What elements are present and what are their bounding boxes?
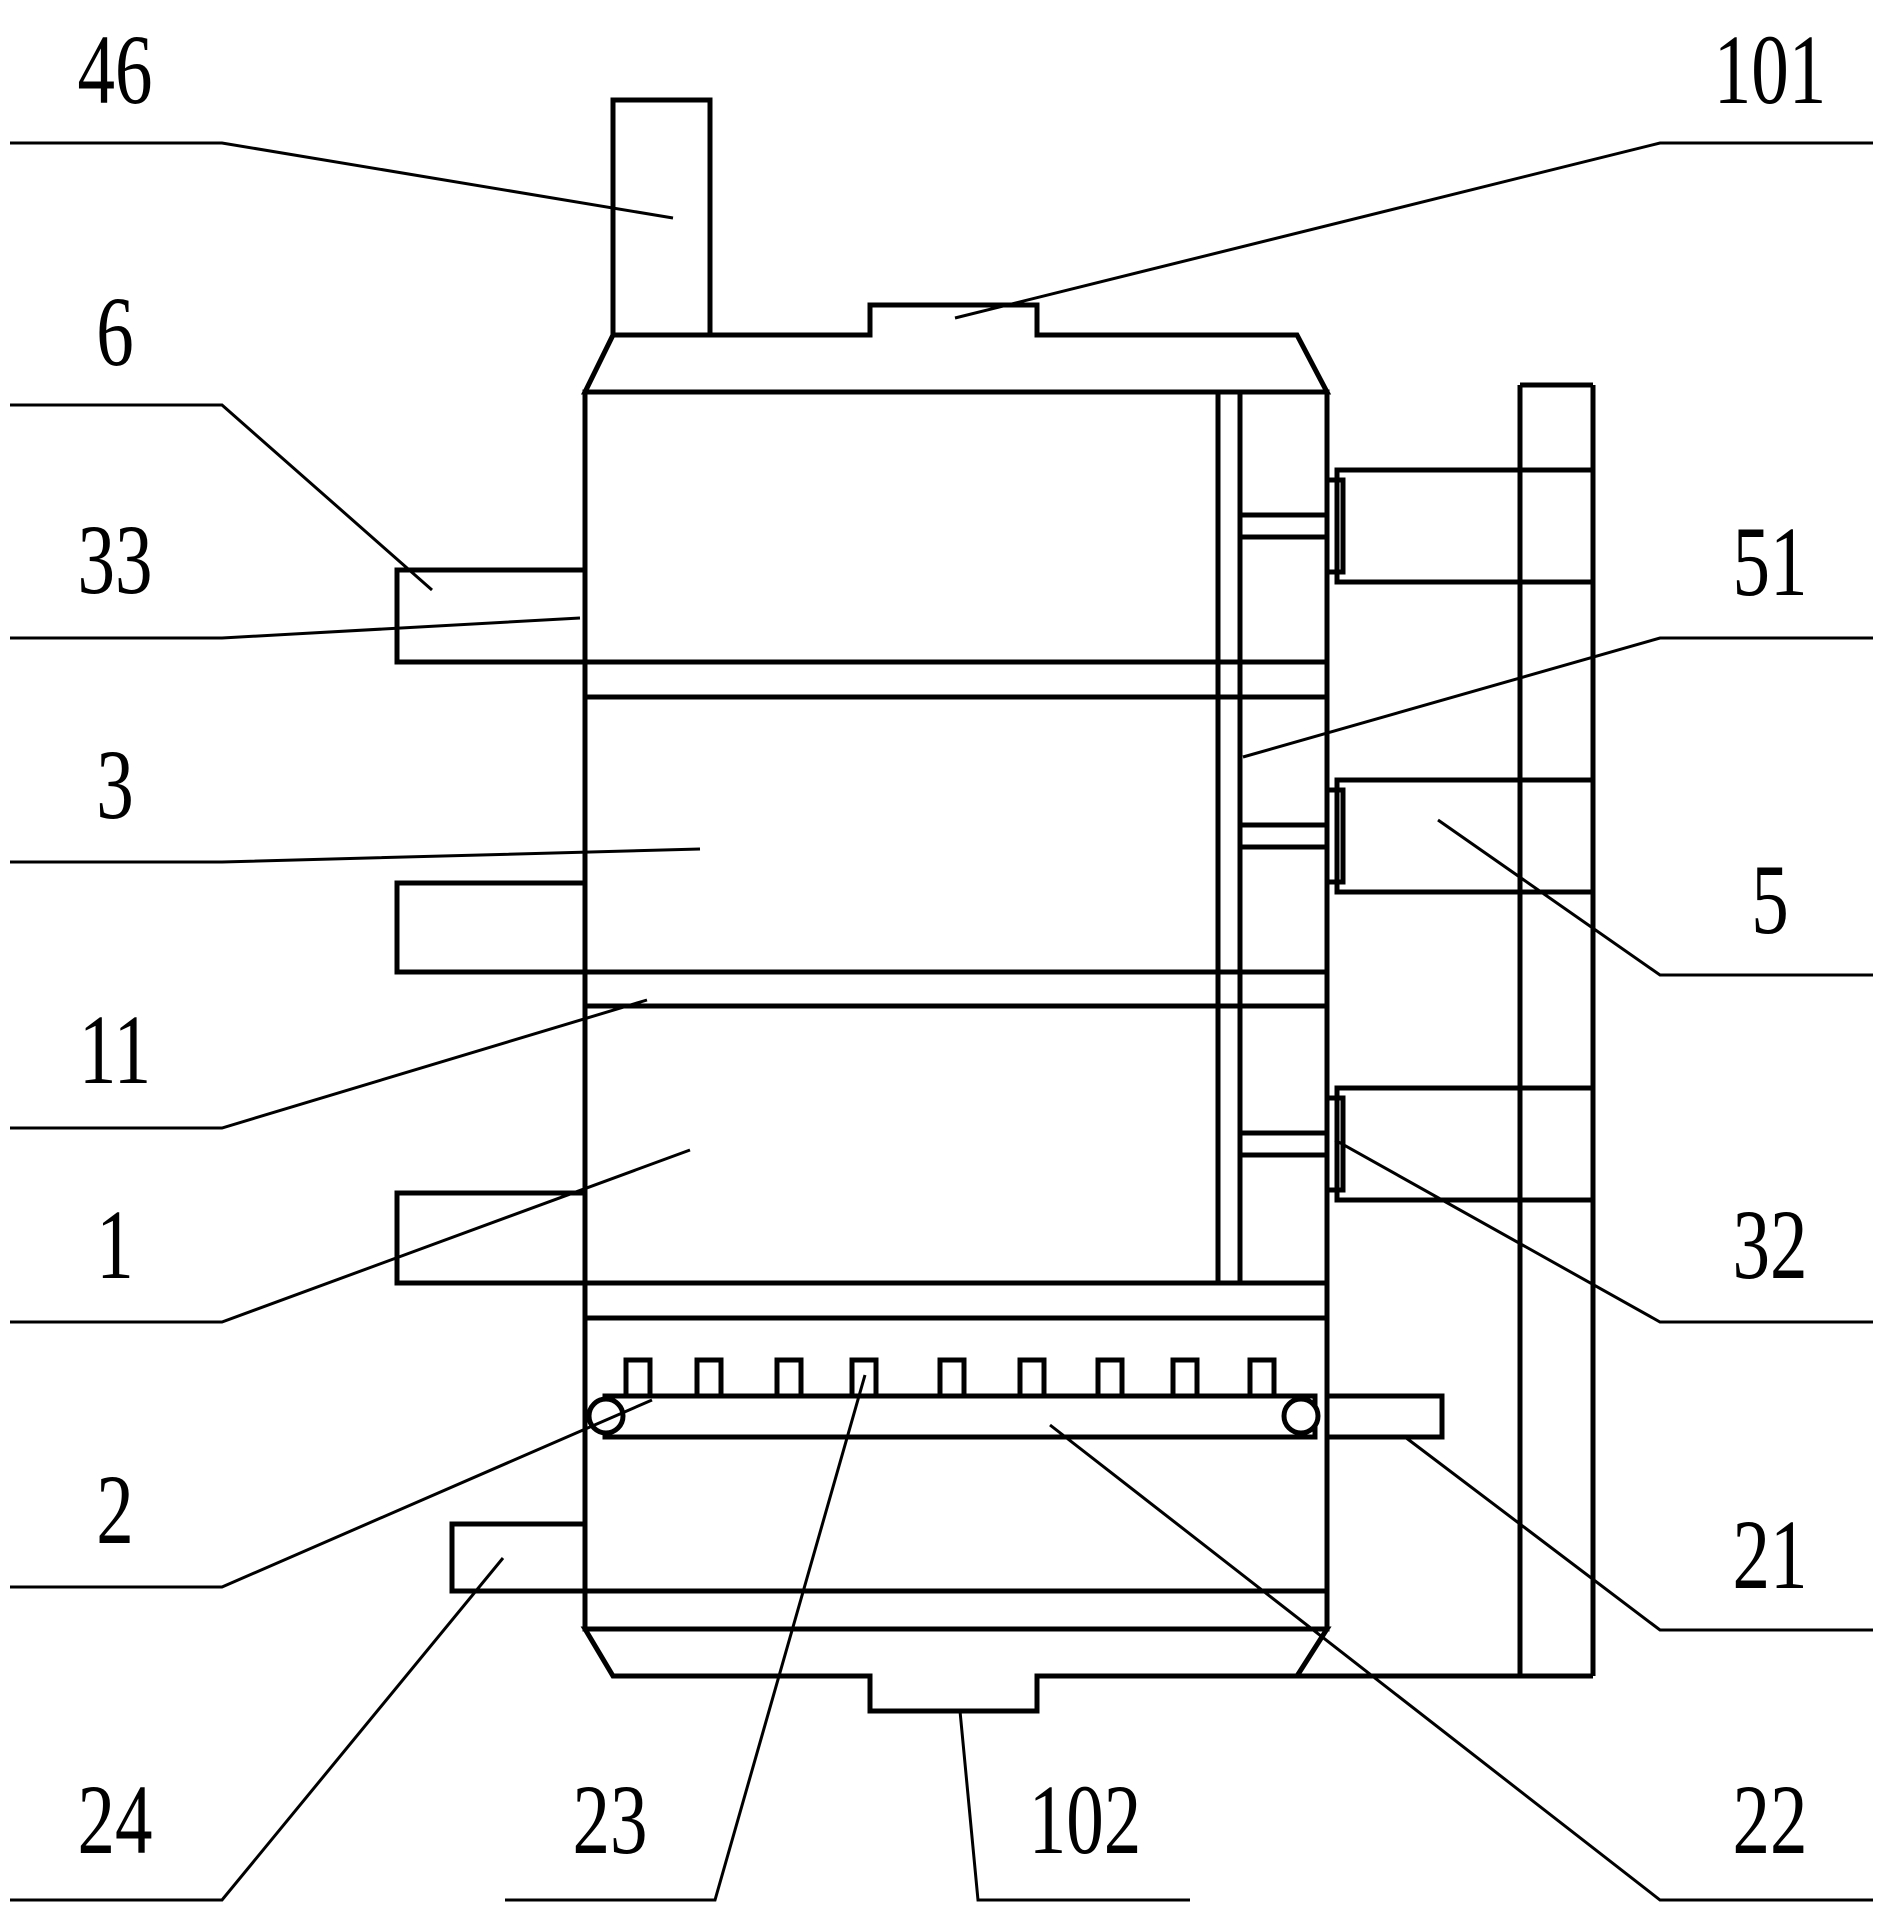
leader-3 xyxy=(10,847,701,864)
leader-1 xyxy=(10,1148,691,1324)
label-21: 21 xyxy=(1732,1499,1808,1610)
label-3: 3 xyxy=(96,729,134,840)
leader-11 xyxy=(10,998,648,1130)
label-102: 102 xyxy=(1028,1764,1142,1875)
left-handle-bottom xyxy=(394,1190,588,1286)
leader-23 xyxy=(505,1374,867,1902)
leader-32 xyxy=(1334,1138,1873,1324)
piston-rod-middle xyxy=(1237,822,1330,850)
label-46: 46 xyxy=(77,14,153,125)
conveyor-roller-right xyxy=(1281,1396,1321,1436)
leader-33 xyxy=(10,616,581,640)
leader-22 xyxy=(1049,1423,1873,1902)
leader-101 xyxy=(954,141,1873,320)
leader-46 xyxy=(10,141,674,220)
leader-5 xyxy=(1437,818,1873,977)
conveyor-tooth xyxy=(1170,1357,1200,1399)
label-6: 6 xyxy=(96,276,134,387)
label-5: 5 xyxy=(1751,844,1789,955)
bottom-cap xyxy=(580,1626,1332,1714)
label-1: 1 xyxy=(96,1189,134,1300)
cylinder-middle xyxy=(1334,777,1596,895)
leader-102 xyxy=(958,1710,1190,1902)
conveyor-belt xyxy=(602,1393,1318,1440)
conveyor-tooth xyxy=(937,1357,967,1399)
label-23: 23 xyxy=(572,1764,648,1875)
leader-21 xyxy=(1404,1435,1873,1632)
drain-outlet-24 xyxy=(449,1521,588,1594)
piston-rod-top xyxy=(1237,512,1330,540)
label-101: 101 xyxy=(1713,14,1827,125)
label-24: 24 xyxy=(77,1764,153,1875)
label-22: 22 xyxy=(1732,1764,1808,1875)
conveyor-tooth xyxy=(1017,1357,1047,1399)
leader-51 xyxy=(1242,636,1873,759)
label-51: 51 xyxy=(1732,506,1808,617)
label-2: 2 xyxy=(96,1454,134,1565)
label-33: 33 xyxy=(77,504,153,615)
leader-6 xyxy=(10,403,433,592)
piston-rod-bottom xyxy=(1237,1130,1330,1158)
conveyor-tooth xyxy=(774,1357,804,1399)
left-handle-middle xyxy=(394,880,588,975)
conveyor-drive-shaft-21 xyxy=(1324,1393,1445,1440)
leader-24 xyxy=(10,1557,505,1902)
conveyor-tooth xyxy=(1095,1357,1125,1399)
cylinder-bottom xyxy=(1334,1085,1596,1203)
conveyor-tooth xyxy=(849,1357,879,1399)
label-11: 11 xyxy=(78,994,152,1105)
cylinder-top xyxy=(1334,467,1596,585)
conveyor-tooth xyxy=(694,1357,724,1399)
leader-2 xyxy=(10,1398,653,1589)
label-32: 32 xyxy=(1732,1189,1808,1300)
conveyor-tooth xyxy=(1247,1357,1277,1399)
conveyor-tooth xyxy=(623,1357,653,1399)
top-cap xyxy=(580,302,1332,395)
left-handle-top xyxy=(394,567,588,665)
